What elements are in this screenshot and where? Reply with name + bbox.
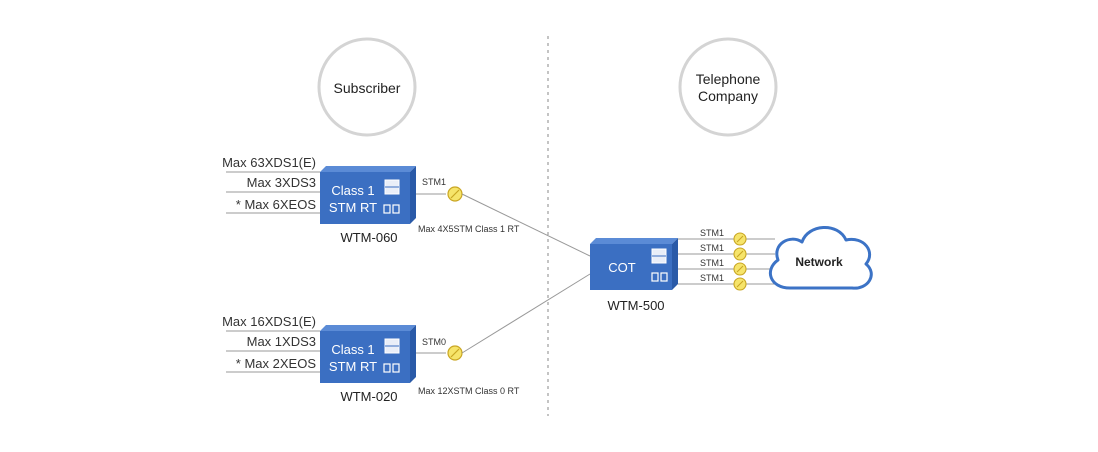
cot-connector-icon — [733, 277, 747, 291]
rt1-link-label: Max 4X5STM Class 1 RT — [418, 224, 520, 234]
rt1-port-icon — [383, 204, 391, 214]
rt1-input-label: Max 63XDS1(E) — [222, 155, 316, 170]
rt2-input-label: * Max 2XEOS — [236, 356, 317, 371]
cot-connector-icon — [733, 262, 747, 276]
cot-model: WTM-500 — [607, 298, 664, 313]
rt2-input-label: Max 1XDS3 — [247, 334, 316, 349]
rt2-model: WTM-020 — [340, 389, 397, 404]
rt2-device: Class 1 STM RT — [320, 325, 416, 383]
cot-label: COT — [608, 260, 636, 275]
cot-port-label: STM1 — [700, 228, 724, 238]
subscriber-circle: Subscriber — [317, 37, 417, 137]
network-cloud-icon: Network — [768, 226, 873, 290]
rt1-uplink — [461, 193, 591, 257]
rt1-box-line1: Class 1 — [331, 183, 374, 198]
cot-connector-icon — [733, 232, 747, 246]
subscriber-label: Subscriber — [334, 80, 401, 96]
rt2-box-line2: STM RT — [329, 359, 377, 374]
rt2-port-icon — [383, 363, 391, 373]
telco-label-line1: Telephone — [696, 71, 761, 87]
cot-device: COT — [590, 238, 678, 290]
rt2-input-label: Max 16XDS1(E) — [222, 314, 316, 329]
rt1-model: WTM-060 — [340, 230, 397, 245]
rt2-uplink — [461, 273, 591, 354]
cot-port-label: STM1 — [700, 243, 724, 253]
cot-port-icon — [651, 272, 659, 282]
rt2-input-group: Max 16XDS1(E) Max 1XDS3 * Max 2XEOS — [222, 314, 320, 373]
rt1-port-icon — [392, 204, 400, 214]
rt1-input-label: Max 3XDS3 — [247, 175, 316, 190]
cot-port-label: STM1 — [700, 273, 724, 283]
rt1-input-group: Max 63XDS1(E) Max 3XDS3 * Max 6XEOS — [222, 155, 320, 214]
rt1-input-label: * Max 6XEOS — [236, 197, 317, 212]
rt2-port-label: STM0 — [422, 337, 446, 347]
cot-connector-icon — [733, 247, 747, 261]
rt1-port-label: STM1 — [422, 177, 446, 187]
network-label: Network — [795, 255, 843, 269]
cot-port-label: STM1 — [700, 258, 724, 268]
telco-label-line2: Company — [698, 88, 758, 104]
rt2-box-line1: Class 1 — [331, 342, 374, 357]
rt2-port-icon — [392, 363, 400, 373]
rt1-connector-icon — [447, 186, 463, 202]
telco-circle: Telephone Company — [678, 37, 778, 137]
cot-port-icon — [660, 272, 668, 282]
cot-port-row: STM1 STM1 STM1 STM1 — [678, 228, 775, 291]
rt2-connector-icon — [447, 345, 463, 361]
rt2-link-label: Max 12XSTM Class 0 RT — [418, 386, 520, 396]
rt1-device: Class 1 STM RT — [320, 166, 416, 224]
rt1-box-line2: STM RT — [329, 200, 377, 215]
